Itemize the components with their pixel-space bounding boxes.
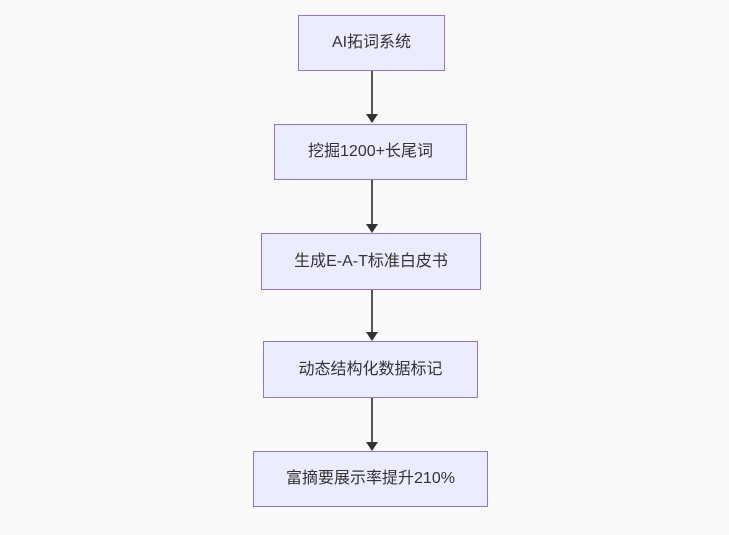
flow-arrow-3	[365, 290, 378, 341]
flow-node-mine-longtail-keywords: 挖掘1200+长尾词	[274, 124, 467, 180]
arrow-head-icon	[365, 114, 378, 123]
flow-node-ai-word-expansion-system: AI拓词系统	[298, 15, 445, 71]
flow-arrow-4	[365, 398, 378, 451]
flow-node-generate-eat-whitepaper: 生成E-A-T标准白皮书	[261, 233, 481, 290]
flow-node-dynamic-structured-data: 动态结构化数据标记	[263, 341, 478, 398]
flow-arrow-2	[365, 180, 378, 233]
arrow-line	[370, 180, 373, 225]
arrow-head-icon	[365, 442, 378, 451]
arrow-head-icon	[365, 224, 378, 233]
arrow-head-icon	[365, 332, 378, 341]
flow-arrow-1	[365, 71, 378, 123]
arrow-line	[370, 71, 373, 115]
arrow-line	[370, 398, 373, 443]
arrow-line	[370, 290, 373, 333]
flow-node-rich-snippet-rate-up: 富摘要展示率提升210%	[253, 451, 488, 507]
